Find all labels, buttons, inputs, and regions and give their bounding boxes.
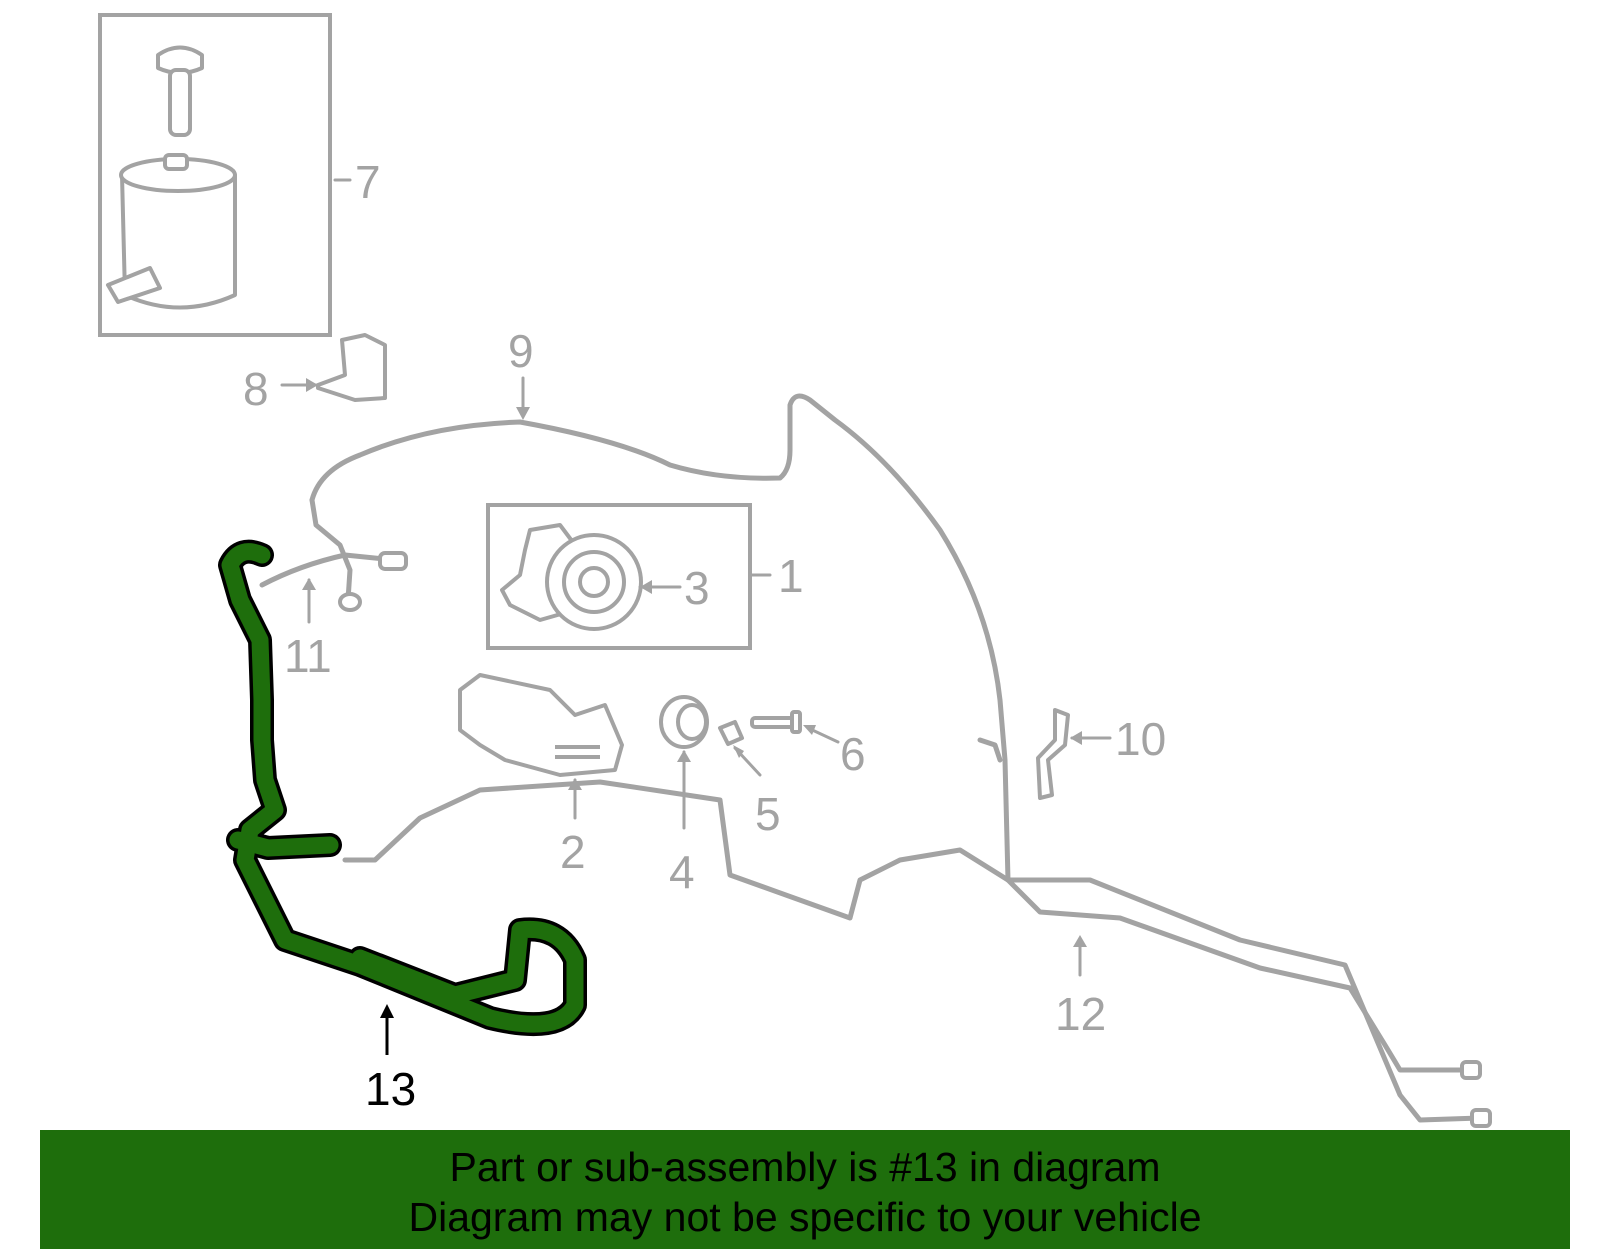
banner-line-1: Part or sub-assembly is #13 in diagram <box>449 1144 1161 1190</box>
callout-12: 12 <box>1055 988 1106 1040</box>
callout-3: 3 <box>684 562 710 614</box>
callout-7: 7 <box>355 156 381 208</box>
callout-2: 2 <box>560 826 586 878</box>
callout-9: 9 <box>508 325 534 377</box>
info-banner: Part or sub-assembly is #13 in diagram D… <box>40 1130 1570 1249</box>
part-1-pump-assembly: 3 1 <box>486 503 804 650</box>
part-13-hose-highlighted: 13 <box>218 539 587 1115</box>
part-2-bracket: 2 <box>458 673 624 878</box>
part-11-hose: 11 <box>259 551 408 682</box>
part-9-pressure-line: 9 <box>309 325 1011 883</box>
callout-5: 5 <box>755 788 781 840</box>
banner-line-2: Diagram may not be specific to your vehi… <box>408 1194 1202 1240</box>
part-6-bolt: 6 <box>750 710 866 780</box>
part-5-clip: 5 <box>718 720 781 840</box>
callout-13: 13 <box>365 1063 416 1115</box>
part-8-bracket: 8 <box>243 333 387 415</box>
part-10-bracket: 10 <box>1036 708 1166 800</box>
callout-11: 11 <box>284 630 332 682</box>
part-7-reservoir: 7 <box>98 13 381 337</box>
callout-6: 6 <box>840 728 866 780</box>
callout-10: 10 <box>1115 713 1166 765</box>
callout-4: 4 <box>669 846 695 898</box>
callout-8: 8 <box>243 363 269 415</box>
part-4-pulley: 4 <box>659 695 709 898</box>
callout-1: 1 <box>778 550 804 602</box>
part-12-return-lines: 12 <box>342 737 1492 1128</box>
